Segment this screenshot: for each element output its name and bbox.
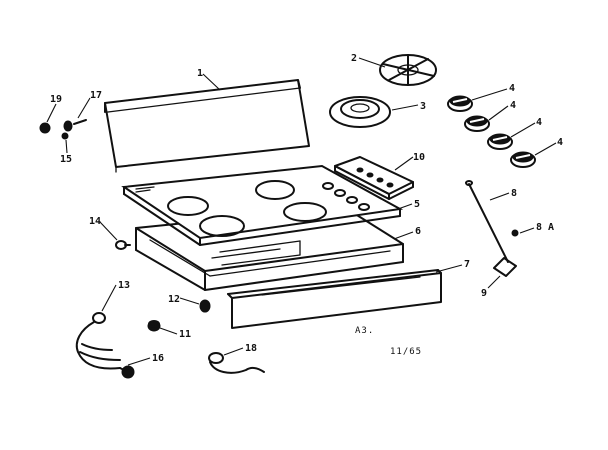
burner-ring bbox=[329, 96, 391, 128]
callout-16: 16 bbox=[152, 353, 164, 364]
lead-wire bbox=[208, 352, 265, 374]
callout-2: 2 bbox=[351, 53, 357, 64]
control-knobs bbox=[447, 95, 536, 168]
callout-15: 15 bbox=[60, 154, 72, 165]
callout-labels: 1 2 3 4 4 4 4 5 6 7 8 8 A 9 10 11 12 13 … bbox=[50, 53, 563, 364]
callout-4: 4 bbox=[557, 137, 563, 148]
burner-opening bbox=[199, 215, 245, 237]
callout-11: 11 bbox=[179, 329, 191, 340]
burner-opening bbox=[167, 196, 209, 216]
callout-10: 10 bbox=[413, 152, 425, 163]
callout-4: 4 bbox=[536, 117, 542, 128]
date-code: 11/65 bbox=[390, 347, 422, 357]
callout-1: 1 bbox=[197, 68, 203, 79]
knob bbox=[510, 151, 536, 168]
support-rod bbox=[465, 180, 519, 277]
callout-4: 4 bbox=[510, 100, 516, 111]
wire-harness bbox=[75, 312, 135, 379]
callout-17: 17 bbox=[90, 90, 102, 101]
burner-grate bbox=[379, 54, 437, 86]
cooktop-top bbox=[121, 164, 404, 246]
callout-9: 9 bbox=[481, 288, 487, 299]
backsplash-panel bbox=[104, 79, 310, 173]
front-trim-panel bbox=[227, 269, 442, 329]
burner-opening bbox=[283, 202, 327, 222]
callout-8a: 8 A bbox=[536, 222, 554, 233]
burner-opening bbox=[255, 180, 295, 200]
callout-5: 5 bbox=[414, 199, 420, 210]
callout-14: 14 bbox=[89, 216, 101, 227]
bolt bbox=[115, 240, 131, 250]
callout-7: 7 bbox=[464, 259, 470, 270]
control-panel-plate bbox=[334, 156, 414, 200]
callout-4: 4 bbox=[509, 83, 515, 94]
callout-13: 13 bbox=[118, 280, 130, 291]
leader-lines bbox=[46, 57, 557, 366]
fitting bbox=[147, 320, 161, 332]
knob bbox=[447, 95, 473, 112]
grommet bbox=[199, 299, 211, 313]
diagram-code: A3. bbox=[355, 326, 374, 336]
knob-holes bbox=[322, 182, 370, 211]
callout-18: 18 bbox=[245, 343, 257, 354]
knob bbox=[487, 133, 513, 150]
callout-12: 12 bbox=[168, 294, 180, 305]
callout-19: 19 bbox=[50, 94, 62, 105]
callout-3: 3 bbox=[420, 101, 426, 112]
callout-8: 8 bbox=[511, 188, 517, 199]
knob bbox=[464, 115, 490, 132]
screw-set bbox=[39, 119, 87, 140]
callout-6: 6 bbox=[415, 226, 421, 237]
